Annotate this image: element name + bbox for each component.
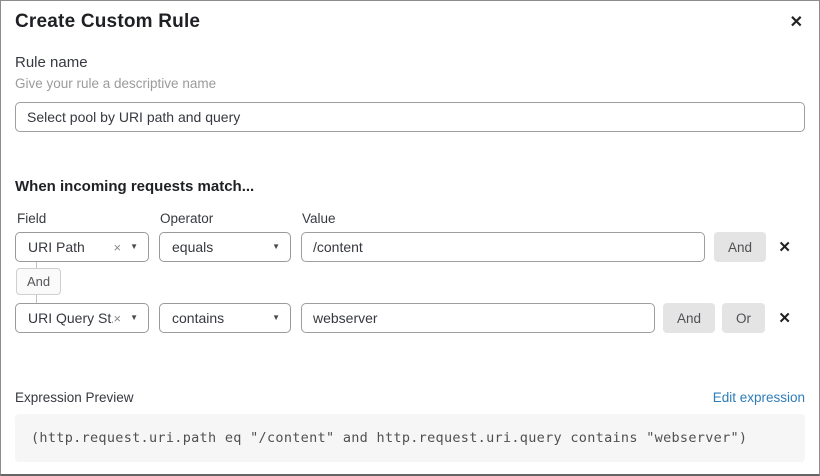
close-icon[interactable]: ✕ bbox=[789, 14, 803, 31]
field-select-2[interactable]: URI Query St... × ▼ bbox=[15, 303, 149, 333]
matcher-heading: When incoming requests match... bbox=[15, 178, 255, 195]
dialog-title: Create Custom Rule bbox=[15, 11, 201, 32]
operator-select-1[interactable]: equals ▼ bbox=[159, 232, 291, 262]
condition-row-1: URI Path × ▼ equals ▼ And ✕ bbox=[15, 232, 805, 262]
connector-and-toggle[interactable]: And bbox=[16, 268, 62, 295]
add-and-button-row1[interactable]: And bbox=[714, 232, 767, 262]
add-and-button-row2[interactable]: And bbox=[663, 303, 716, 333]
operator-select-2-value: contains bbox=[172, 310, 225, 326]
field-select-2-value: URI Query St... bbox=[28, 310, 114, 326]
clear-icon[interactable]: × bbox=[113, 310, 122, 326]
column-label-field: Field bbox=[17, 211, 47, 226]
expression-code-block: (http.request.uri.path eq "/content" and… bbox=[15, 414, 805, 462]
add-or-button-row2[interactable]: Or bbox=[722, 303, 766, 333]
chevron-down-icon: ▼ bbox=[272, 242, 280, 251]
remove-row-1-icon[interactable]: ✕ bbox=[778, 238, 791, 256]
connector-line-top bbox=[16, 262, 37, 268]
operator-select-1-value: equals bbox=[172, 239, 214, 255]
rule-name-section: Rule name Give your rule a descriptive n… bbox=[15, 54, 805, 132]
dialog-header: Create Custom Rule ✕ bbox=[15, 11, 805, 33]
rule-name-hint: Give your rule a descriptive name bbox=[15, 76, 217, 91]
expression-preview-header: Expression Preview Edit expression bbox=[15, 390, 805, 405]
matcher-column-labels: Field Operator Value bbox=[15, 211, 805, 226]
rule-name-label: Rule name bbox=[15, 54, 88, 71]
condition-row-2: URI Query St... × ▼ contains ▼ And Or ✕ bbox=[15, 303, 805, 333]
chevron-down-icon: ▼ bbox=[130, 242, 138, 251]
remove-row-2-icon[interactable]: ✕ bbox=[778, 309, 791, 327]
expression-preview-label: Expression Preview bbox=[15, 390, 134, 405]
column-label-value: Value bbox=[302, 211, 336, 226]
expression-preview-section: Expression Preview Edit expression (http… bbox=[15, 390, 805, 462]
edit-expression-link[interactable]: Edit expression bbox=[712, 390, 805, 405]
clear-icon[interactable]: × bbox=[113, 239, 122, 255]
field-select-1-value: URI Path bbox=[28, 239, 85, 255]
row-connector: And bbox=[16, 262, 76, 303]
column-label-operator: Operator bbox=[160, 211, 214, 226]
field-select-1[interactable]: URI Path × ▼ bbox=[15, 232, 149, 262]
connector-line-bottom bbox=[16, 295, 37, 303]
operator-select-2[interactable]: contains ▼ bbox=[159, 303, 291, 333]
chevron-down-icon: ▼ bbox=[272, 313, 280, 322]
value-input-2[interactable] bbox=[301, 303, 655, 333]
rule-name-input[interactable] bbox=[15, 102, 805, 132]
value-input-1[interactable] bbox=[301, 232, 705, 262]
matcher-section: When incoming requests match... Field Op… bbox=[15, 178, 805, 333]
chevron-down-icon: ▼ bbox=[130, 313, 138, 322]
